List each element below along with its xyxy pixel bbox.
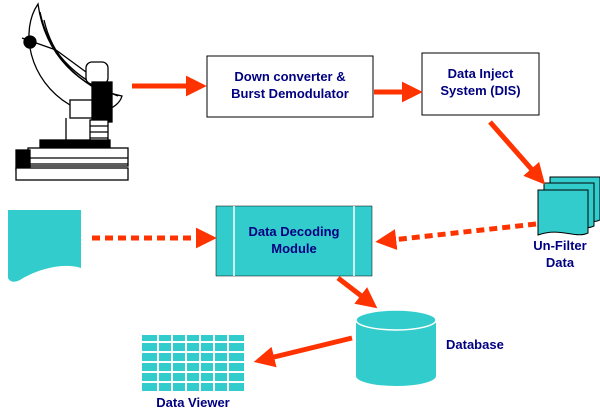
decoding-module-box — [215, 205, 373, 277]
arrow-unfilter-to-decoding — [375, 221, 537, 250]
database-cylinder-icon — [355, 309, 437, 386]
data-grid-icon — [142, 335, 244, 391]
downconverter-label: Down converter & Burst Demodulator — [207, 68, 373, 102]
document-icon — [8, 210, 81, 282]
decoding-label: Data Decoding Module — [234, 223, 354, 257]
downconverter-box — [206, 55, 374, 118]
arrow-decoding-to-database — [336, 276, 378, 309]
dis-box — [421, 52, 540, 116]
unfilter-label: Un-Filter Data — [522, 237, 598, 271]
downconverter-line1: Down converter & — [234, 69, 346, 84]
decoding-line1: Data Decoding — [248, 224, 340, 239]
satellite-dish-icon — [15, 2, 129, 181]
decoding-line2: Module — [271, 241, 317, 256]
dis-line2: System (DIS) — [440, 83, 521, 98]
dis-line1: Data Inject — [447, 66, 514, 81]
database-label: Database — [446, 337, 504, 352]
unfilter-line2: Data — [545, 255, 575, 270]
arrow-database-to-viewer — [253, 335, 353, 368]
dis-label: Data Inject System (DIS) — [422, 65, 539, 99]
arrow-dis-to-unfilter — [488, 120, 546, 185]
unfilter-line1: Un-Filter — [533, 238, 587, 253]
stacked-documents-icon — [537, 176, 600, 236]
viewer-label: Data Viewer — [156, 395, 230, 410]
downconverter-line2: Burst Demodulator — [231, 86, 349, 101]
